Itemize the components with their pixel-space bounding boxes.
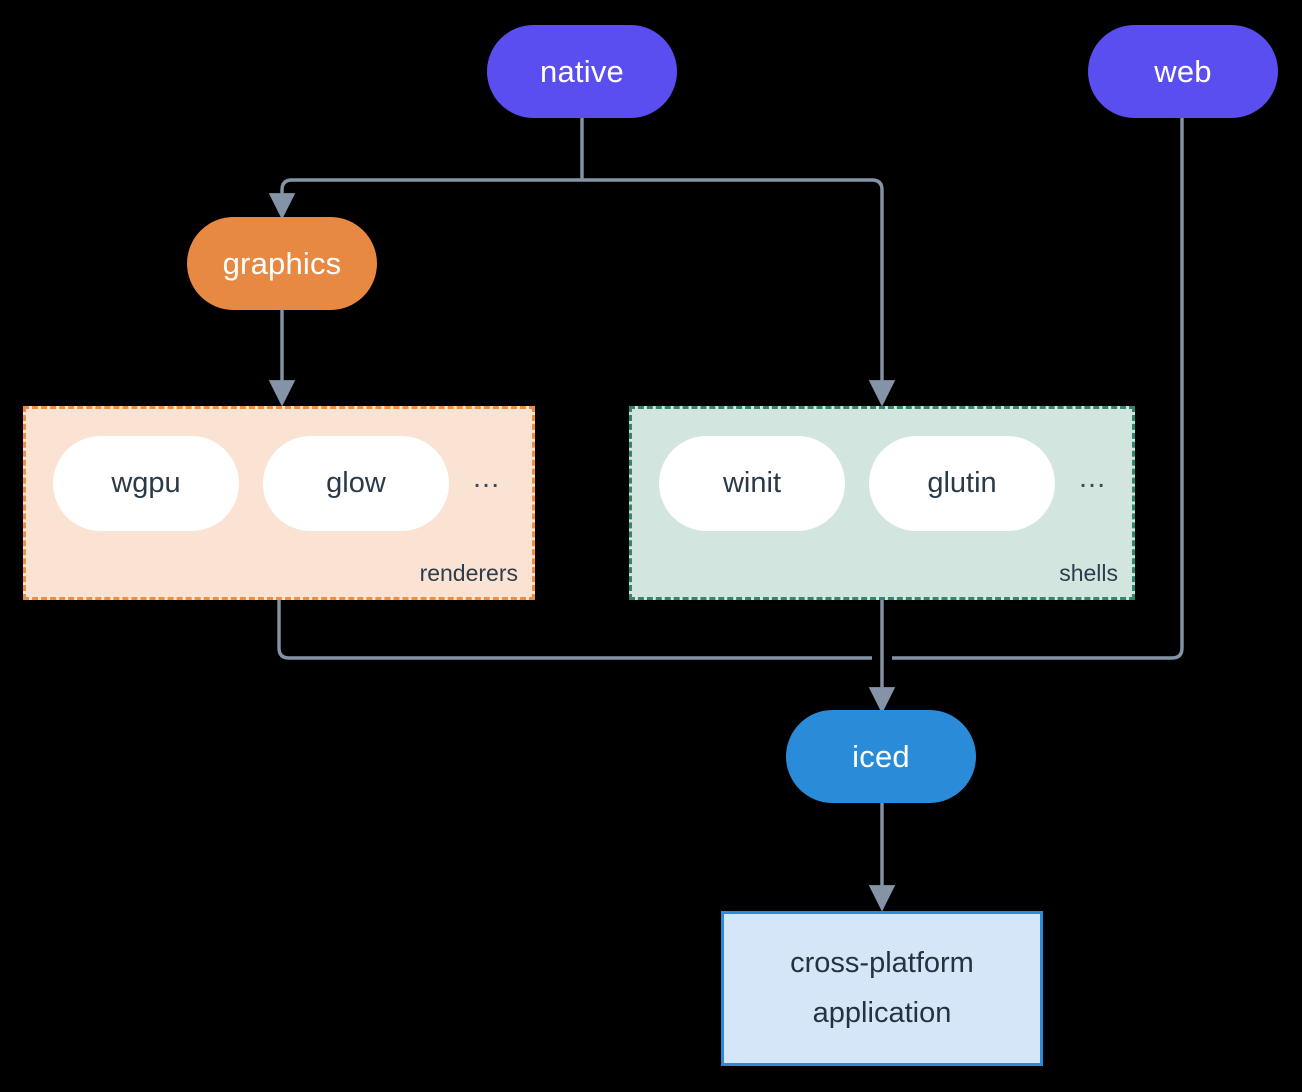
node-application-label-line-2: application — [812, 996, 952, 1029]
group-renderers[interactable]: wgpu glow ... renderers — [23, 406, 535, 600]
group-shells-items: winit glutin ... — [632, 435, 1132, 531]
node-iced-label: iced — [852, 738, 910, 774]
chip-glutin-label: glutin — [927, 466, 997, 499]
node-iced[interactable]: iced — [786, 710, 976, 803]
group-renderers-label: renderers — [419, 560, 518, 586]
chip-winit-label: winit — [722, 466, 781, 499]
edge-renderers-to-iced — [277, 600, 872, 660]
chip-wgpu[interactable]: wgpu — [53, 435, 239, 531]
chip-winit[interactable]: winit — [659, 435, 845, 531]
chip-glow[interactable]: glow — [263, 435, 449, 531]
node-graphics-label: graphics — [222, 245, 342, 281]
edge-native-to-graphics — [268, 178, 582, 220]
edge-native-to-shells — [582, 178, 896, 407]
group-shells-label: shells — [1059, 560, 1118, 586]
node-native[interactable]: native — [487, 25, 677, 118]
chip-glutin[interactable]: glutin — [869, 435, 1055, 531]
renderers-overflow-ellipsis: ... — [473, 461, 501, 494]
group-renderers-items: wgpu glow ... — [26, 435, 532, 531]
chip-wgpu-label: wgpu — [111, 466, 181, 499]
node-application-label-line-1: cross-platform — [790, 946, 974, 979]
shells-overflow-ellipsis: ... — [1079, 461, 1107, 494]
node-web-label: web — [1154, 53, 1212, 89]
node-graphics[interactable]: graphics — [187, 217, 377, 310]
node-native-label: native — [540, 53, 624, 89]
node-application[interactable]: cross-platform application — [721, 911, 1043, 1066]
chip-glow-label: glow — [326, 466, 386, 499]
group-shells[interactable]: winit glutin ... shells — [629, 406, 1135, 600]
node-web[interactable]: web — [1088, 25, 1278, 118]
